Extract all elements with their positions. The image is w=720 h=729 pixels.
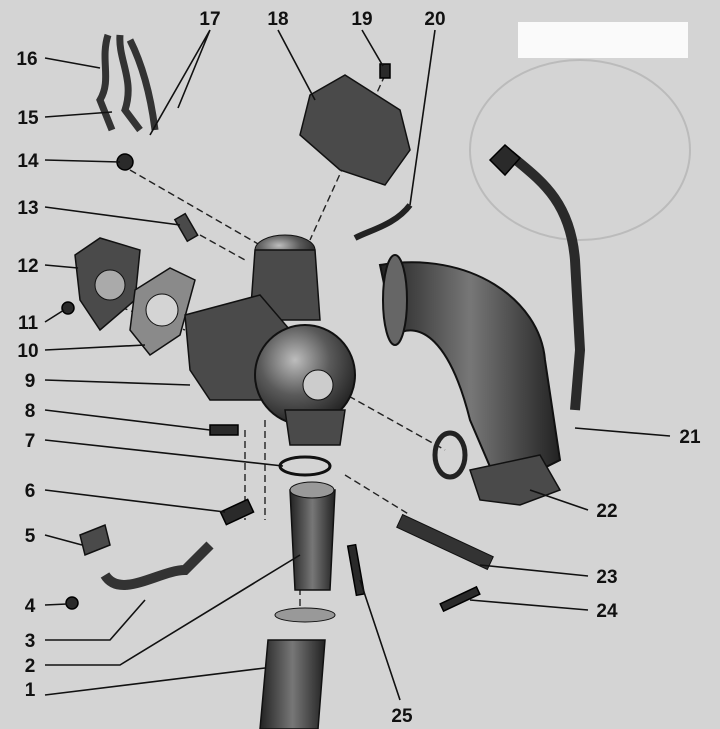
part-ring-lower [274,607,336,623]
callout-5: 5 [25,526,36,547]
callout-15: 15 [17,108,39,129]
part-19 [379,63,391,79]
part-8-bolt [209,424,239,436]
part-6 [219,498,255,526]
part-hose-clamp-lower [432,430,468,480]
part-11 [61,301,75,315]
part-12-port [94,269,126,301]
part-intake-hose [378,261,562,492]
callout-3: 3 [25,631,36,652]
part-2-top [289,481,335,499]
part-23-pipe [396,513,494,571]
part-hose-clamp-upper [382,254,408,346]
callout-8: 8 [25,401,36,422]
part-20-hose [353,203,413,241]
part-24-bolt [439,585,481,613]
callout-19: 19 [351,9,372,30]
callout-9: 9 [25,371,36,392]
part-5-bracket [79,523,111,557]
part-13 [173,212,199,243]
callout-25: 25 [391,706,413,727]
callout-13: 13 [17,198,38,219]
callout-11: 11 [18,313,39,334]
callout-2: 2 [25,656,36,677]
part-2-sleeve [289,489,336,591]
part-1-hose [259,639,326,729]
blank-patch [518,22,688,58]
callout-18: 18 [267,9,288,30]
callout-6: 6 [25,481,36,502]
part-turbo-flange [284,409,346,446]
part-3-pipe [100,541,214,590]
callout-7: 7 [25,431,36,452]
callout-20: 20 [424,9,445,30]
part-turbine-outlet [302,369,334,401]
callout-23: 23 [596,567,617,588]
part-4-bolt [65,596,79,610]
background-trace [469,59,691,241]
callout-1: 1 [25,680,36,701]
part-pipe-16-15 [96,33,159,133]
part-18-valve [299,74,411,186]
callout-14: 14 [17,151,39,172]
callout-16: 16 [16,49,37,70]
leader-lines [44,29,671,701]
callout-12: 12 [17,256,38,277]
callout-4: 4 [25,596,36,617]
part-7-ring [278,455,332,477]
part-21-end [488,143,522,177]
callout-24: 24 [596,601,618,622]
callout-17: 17 [199,9,220,30]
callout-10: 10 [17,341,38,362]
callout-labels: 1 2 3 4 5 6 7 8 9 10 11 12 13 14 15 16 1… [16,9,701,727]
callout-22: 22 [596,501,617,522]
callout-21: 21 [679,427,701,448]
part-10-hole [145,293,179,327]
part-21-breather-pipe [506,151,586,411]
